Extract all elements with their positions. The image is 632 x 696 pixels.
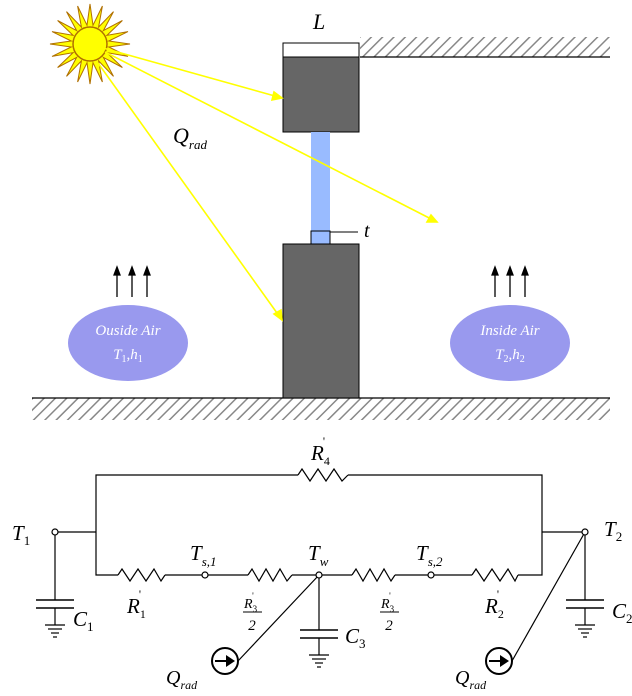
ray-arrowhead: [270, 90, 284, 102]
r3-left-numerator: R3': [243, 591, 258, 614]
t2-label: T2: [604, 517, 622, 544]
node-ts1: [201, 571, 209, 579]
ray-to-upper-wall: [102, 47, 283, 99]
c3-label: C3: [345, 624, 366, 651]
r4-label: R4': [310, 434, 330, 468]
glass-thickness-box: [310, 230, 331, 245]
qrad-left-label: Qrad: [166, 667, 198, 692]
outside-air-blob: [68, 305, 188, 381]
glass-pane: [311, 132, 330, 244]
current-source-left-icon: [211, 647, 239, 675]
c2-label: C2: [612, 599, 632, 626]
lower-wall: [282, 243, 360, 399]
thickness-box: [282, 42, 360, 58]
upper-wall: [282, 56, 360, 133]
c1-label: C1: [73, 607, 94, 634]
ray-through-glass: [104, 51, 438, 223]
resistor-r4: [297, 467, 349, 483]
radiation-label: Qrad: [173, 123, 207, 152]
ray-arrowhead: [425, 213, 439, 223]
inside-air-flow-arrows: [491, 265, 529, 297]
inside-air-props: T2,h2: [495, 347, 525, 365]
sun-rays: [97, 47, 439, 322]
sun-icon: [49, 3, 131, 85]
node-tw: [315, 571, 323, 579]
capacitor-c2: [566, 599, 604, 609]
ground-c3-icon: [309, 654, 329, 668]
capacitor-c3: [300, 629, 338, 639]
tw-label: Tw: [308, 541, 329, 569]
ground-c1-icon: [45, 624, 65, 638]
t1-label: T1: [12, 521, 30, 548]
r3-right-denominator: 2: [385, 618, 393, 634]
resistor-r3-left: [247, 567, 293, 583]
ray-arrowhead: [272, 308, 283, 322]
node-t2: [581, 528, 589, 536]
ceiling-hatch: [360, 37, 610, 57]
length-label: L: [312, 9, 325, 34]
r3-right-numerator: R3': [380, 591, 395, 614]
circuit-wires: [54, 474, 586, 662]
inside-air-blob: [450, 305, 570, 381]
node-t1: [51, 528, 59, 536]
ts2-label: Ts,2: [416, 541, 443, 569]
ts1-label: Ts,1: [190, 541, 217, 569]
current-source-right-icon: [485, 647, 513, 675]
r2-label: R2': [484, 587, 504, 621]
glass-thickness-label: t: [364, 220, 370, 242]
ground-c2-icon: [575, 624, 595, 638]
outside-air-title: Ouside Air: [95, 323, 160, 339]
outside-air-flow-arrows: [113, 265, 151, 297]
sun-disc-icon: [72, 26, 108, 62]
qrad-right-label: Qrad: [455, 667, 487, 692]
outside-air-props: T1,h1: [113, 347, 143, 365]
node-ts2: [427, 571, 435, 579]
r1-label: R1': [126, 587, 146, 621]
capacitor-c1: [36, 599, 74, 609]
inside-air-title: Inside Air: [479, 323, 539, 339]
resistor-r1: [117, 567, 166, 583]
floor-hatch: [32, 398, 610, 420]
resistor-r3-right: [351, 567, 396, 583]
r3-left-denominator: 2: [248, 618, 256, 634]
ray-to-lower-wall: [97, 62, 283, 321]
resistor-r2: [471, 567, 519, 583]
